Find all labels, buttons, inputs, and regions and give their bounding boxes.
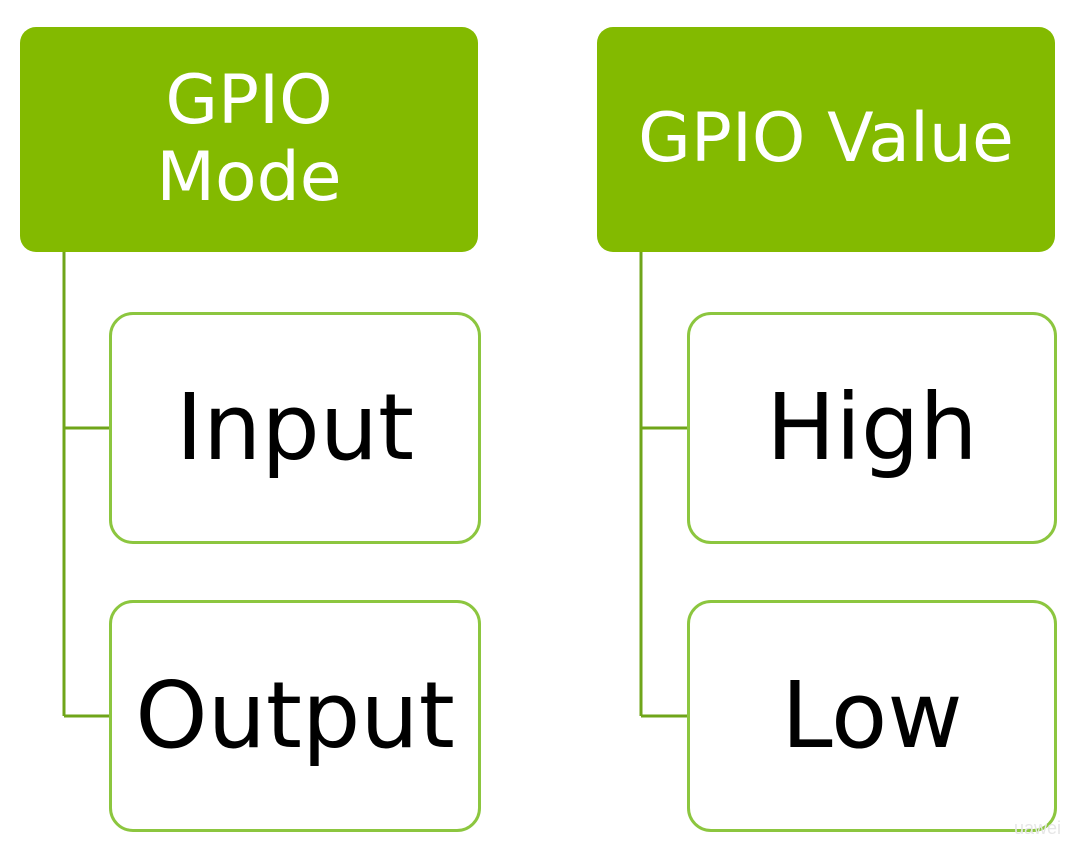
input-node-label: Input	[175, 374, 415, 481]
output-node: Output	[109, 600, 481, 832]
right-tree-connectors	[639, 252, 687, 718]
input-node: Input	[109, 312, 481, 544]
gpio-mode-header-text: GPIO Mode	[156, 63, 341, 215]
gpio-mode-header-line2: Mode	[156, 137, 342, 217]
low-node-label: Low	[781, 662, 963, 769]
gpio-value-header: GPIO Value	[597, 27, 1055, 252]
gpio-mode-header-line1: GPIO	[165, 61, 333, 141]
output-node-label: Output	[135, 662, 455, 769]
gpio-value-header-label: GPIO Value	[638, 99, 1014, 179]
gpio-mode-header: GPIO Mode	[20, 27, 478, 252]
low-node: Low	[687, 600, 1057, 832]
left-tree-connectors	[62, 252, 109, 718]
high-node-label: High	[766, 374, 978, 481]
high-node: High	[687, 312, 1057, 544]
watermark: uawei	[1013, 818, 1061, 838]
